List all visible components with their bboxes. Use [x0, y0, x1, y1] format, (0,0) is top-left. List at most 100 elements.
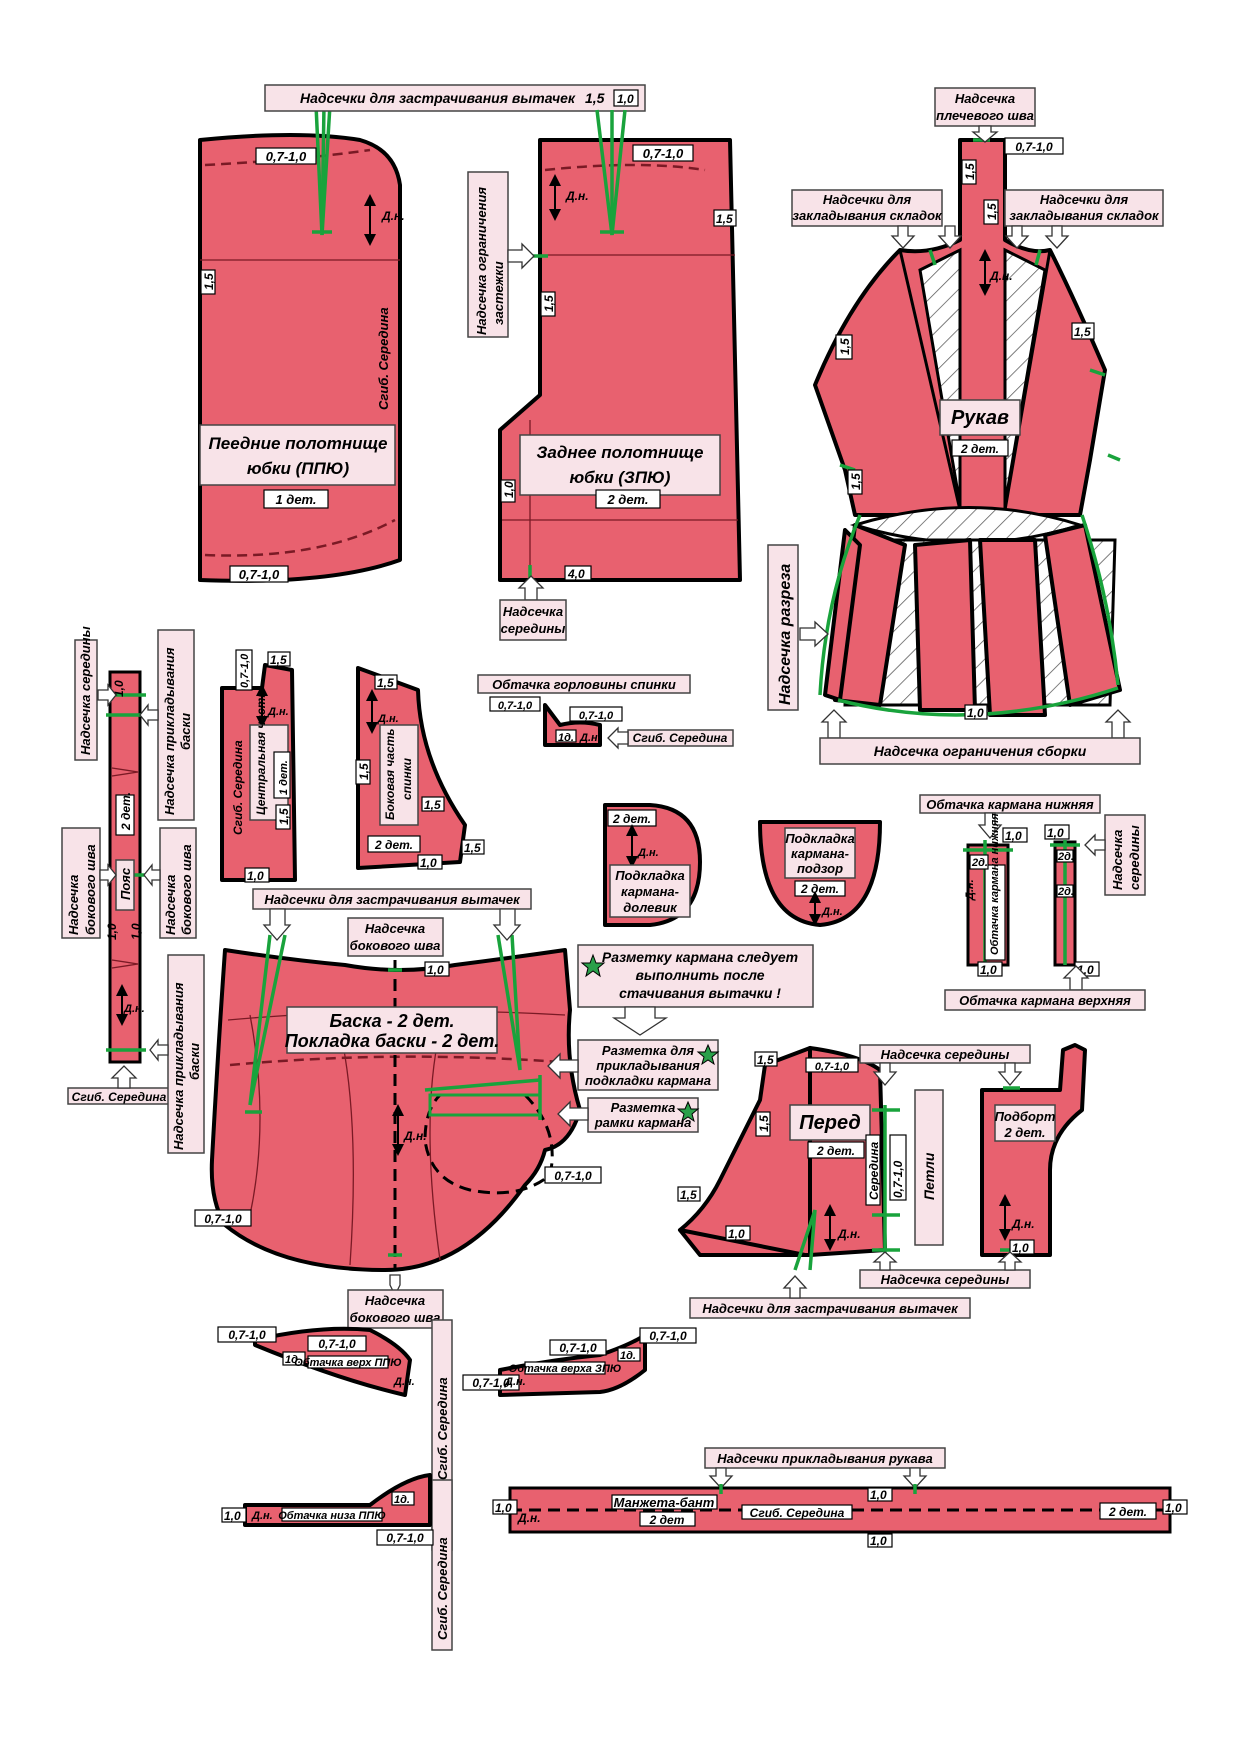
pocket-cross-qty: 2 дет. [800, 882, 839, 896]
callout-text: баски [187, 1043, 202, 1080]
callout-text: бокового шва [179, 844, 194, 935]
allowance-label: 1,5 [464, 841, 481, 855]
side-back-title: Боковая часть [383, 728, 397, 820]
callout-text: бокового шва [350, 938, 441, 953]
allowance-label: 1,5 [757, 1115, 771, 1132]
allowance-label: 1,0 [980, 963, 997, 977]
grain-label: Д.н. [837, 1227, 861, 1241]
qty-label: 1д. [558, 732, 574, 744]
allowance-label: 0,7-1,0 [266, 149, 307, 164]
allowance-label: 1,0 [967, 706, 984, 720]
callout-text: середины [1127, 825, 1142, 890]
sleeve-title: Рукав [951, 407, 1009, 429]
allowance-label: 0,7-1,0 [472, 1376, 510, 1390]
pocket-frame-mark: Разметка [611, 1100, 676, 1115]
fold-center-label: Сгиб. Середина [633, 731, 728, 745]
back-skirt-panel: Заднее полотнище юбки (ЗПЮ) 2 дет. 0,7-1… [498, 109, 742, 585]
pocket-cross-title: кармана- [791, 846, 849, 861]
callout-text: Надсечки для застрачивания вытачек [264, 892, 521, 907]
belt-piece: Пояс 2 дет. 1,0 1,0 1,0 Д.н. Сгиб. Серед… [67, 670, 171, 1105]
callout-text: Надсечка ограничения [474, 187, 489, 335]
back-skirt-subtitle: юбки (ЗПЮ) [570, 468, 671, 487]
fold-center-label: Сгиб. Середина [231, 740, 245, 835]
callout-text: Надсечка середины [881, 1047, 1010, 1062]
callout-text: Надсечка прикладывания [171, 982, 186, 1150]
allowance-label: 0,7-1,0 [559, 1341, 597, 1355]
cuff-title: Манжета-бант [614, 1495, 715, 1510]
center-back-title: Центральная часть [254, 690, 268, 815]
pocket-cross-title: Подкладка [785, 831, 855, 846]
front-skirt-subtitle: юбки (ППЮ) [247, 459, 350, 478]
allowance-label: 1,0 [105, 923, 119, 940]
grain-label: Д.н. [964, 879, 976, 901]
cuff-bow: Надсечки прикладывания рукава 1,0 1,0 1,… [492, 1447, 1188, 1548]
grain-label: Д.н. [403, 1129, 427, 1143]
front-skirt-qty: 1 дет. [275, 492, 316, 507]
pocket-bag-qty: 2 дет. [612, 812, 651, 826]
callout-text: Надсечка [955, 91, 1015, 106]
allowance-label: 1,5 [277, 808, 291, 825]
allowance-label: 1,0 [247, 869, 264, 883]
grain-label: Д.н. [565, 189, 589, 203]
callout-text: Надсечка [1110, 830, 1125, 890]
side-back-qty: 2 дет. [374, 838, 413, 852]
allowance-label: 1,5 [680, 1188, 697, 1202]
pocket-lining-mark: подкладки кармана [585, 1073, 711, 1088]
grain-label: Д.н. [251, 1510, 273, 1522]
belt-title: Пояс [118, 867, 133, 900]
pocket-facing-upper-title: Обтачка кармана верхняя [959, 993, 1131, 1008]
grain-label: Д.н. [123, 1003, 145, 1015]
pocket-bag-lengthwise: 2 дет. Д.н. Подкладка кармана- долевик [603, 803, 702, 927]
allowance-label: 1,0 [1012, 1241, 1029, 1255]
allowance-label: 0,7-1,0 [579, 710, 614, 722]
side-back-subtitle: спинки [400, 757, 414, 800]
basque-lining-title: Покладка баски - 2 дет. [285, 1031, 499, 1051]
grain-label: Д.н. [377, 713, 399, 725]
callout-text: Надсечка [365, 1293, 425, 1308]
qty-label: 2д. [971, 857, 988, 869]
top-front-facing: 0,7-1,0 0,7-1,0 1д. Обтачка верх ППЮ Д.н… [217, 1326, 415, 1397]
qty-label: 2д. [1057, 886, 1074, 898]
back-neck-facing: Обтачка горловины спинки 0,7-1,0 0,7-1,0… [477, 674, 734, 750]
fastener-notch-callout: Надсечка ограничения застежки [467, 171, 535, 338]
callout-text: застежки [491, 261, 506, 325]
allowance-label: 1,5 [377, 676, 394, 690]
allowance-label: 1,0 [427, 963, 444, 977]
allowance-label: 0,7-1,0 [318, 1337, 356, 1351]
grain-label: Д.н. [504, 1376, 526, 1388]
pocket-facing-lower-title: Обтачка кармана нижняя [926, 797, 1094, 812]
allowance-label: 1,0 [1047, 826, 1064, 840]
callout-text: Надсечки для [1040, 192, 1129, 207]
bottom-front-facing: 1,0 Д.н. Обтачка низа ППЮ 1д. 0,7-1,0 [221, 1473, 434, 1546]
callout-text: Надсечка середины [881, 1272, 1010, 1287]
front-skirt-title: Пеедние полотнище [209, 434, 388, 453]
shoulder-notch-callout: Надсечка плечевого шва [934, 87, 1036, 143]
grain-label: Д.н. [267, 706, 289, 718]
callout-text: Надсечка [163, 875, 178, 935]
allowance-label: 1,0 [870, 1534, 887, 1548]
allowance-label: 1,5 [985, 203, 999, 220]
callout-text: бокового шва [350, 1310, 441, 1325]
top-front-facing-title: Обтачка верх ППЮ [294, 1357, 402, 1369]
grain-label: Д.н. [517, 1511, 541, 1525]
belt-qty: 2 дет. [119, 792, 133, 831]
front-skirt-panel: Пеедние полотнище юбки (ППЮ) 1 дет. 0,7-… [198, 104, 405, 583]
qty-label: 1д. [620, 1350, 636, 1362]
allowance-label: 1,0 [112, 680, 126, 697]
callout-text: Надсечка разреза [777, 564, 794, 705]
fold-center-strip [431, 1479, 453, 1651]
sleeve-piece: Д.н. Рукав 2 дет. 0,7-1,0 1,5 1,5 1,5 1,… [813, 137, 1122, 720]
grain-label: Д.н. [579, 732, 601, 744]
allowance-label: 0,7-1,0 [204, 1212, 242, 1226]
callout-text: закладывания складок [1009, 208, 1160, 223]
pocket-frame-mark: рамки кармана [594, 1115, 692, 1130]
pocket-bag-cross: Подкладка кармана- подзор 2 дет. Д.н. [758, 820, 882, 927]
pocket-bag-title: Подкладка [615, 868, 685, 883]
allowance-label: 1,5 [270, 653, 287, 667]
qty-label: 1д. [285, 1354, 301, 1366]
facing-qty: 2 дет. [1003, 1125, 1045, 1140]
front-qty: 2 дет. [816, 1144, 855, 1158]
allowance-label: 1,0 [420, 856, 437, 870]
callout-text: Надсечки для застрачивания вытачек [702, 1301, 959, 1316]
callout-text: середины [501, 621, 566, 636]
